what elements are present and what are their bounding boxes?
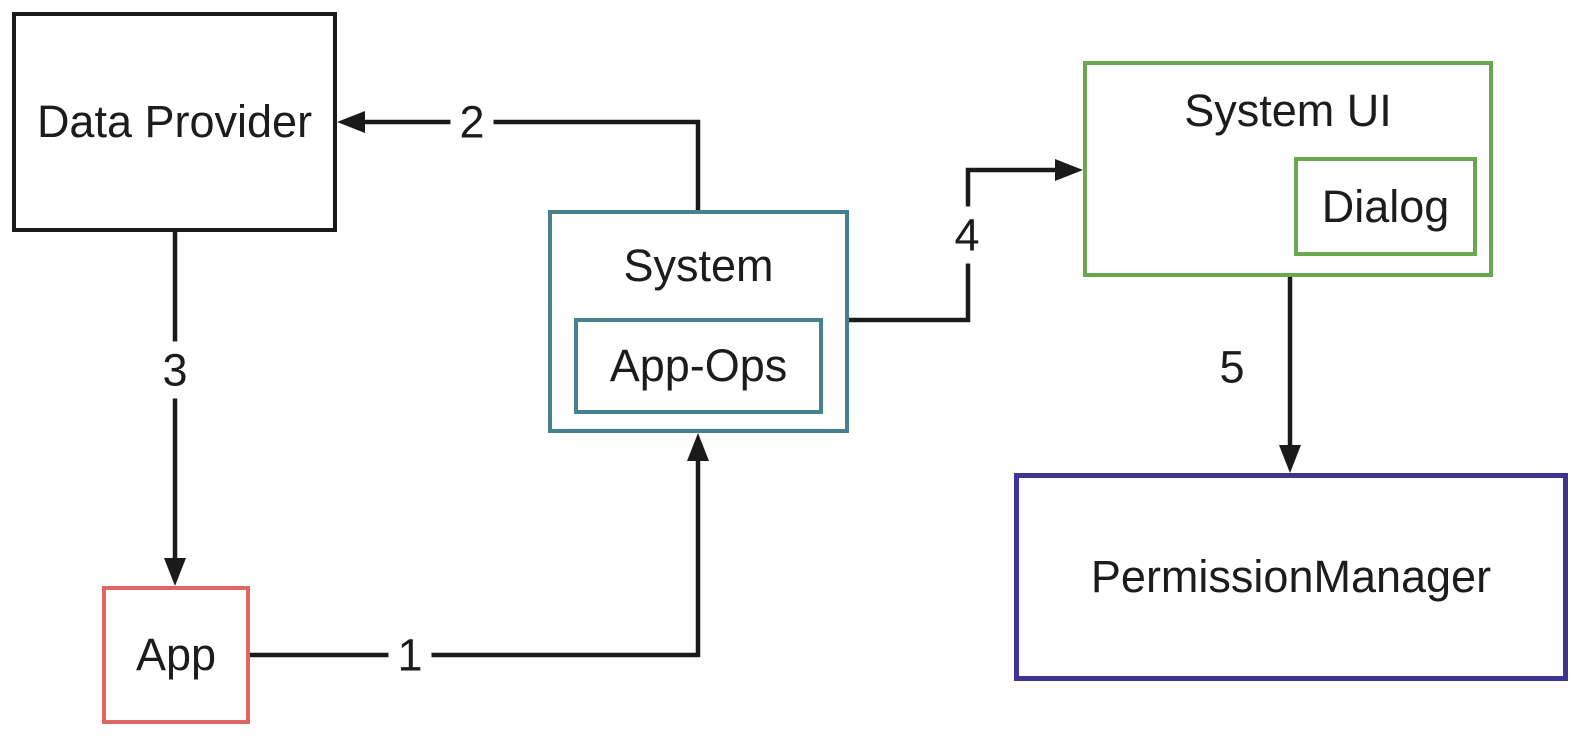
arrow-2-head xyxy=(337,111,365,133)
node-permission-manager-label: PermissionManager xyxy=(1090,551,1492,603)
node-data-provider-label: Data Provider xyxy=(36,96,313,148)
edge-label-4: 4 xyxy=(945,206,989,264)
arrow-1-head xyxy=(687,433,709,461)
node-app-ops: App-Ops xyxy=(574,318,823,414)
arrow-1-line xyxy=(250,459,701,658)
arrow-2-line xyxy=(363,119,701,211)
edge-label-1: 1 xyxy=(388,626,432,684)
node-data-provider: Data Provider xyxy=(12,12,337,232)
arrow-3-head xyxy=(164,558,186,586)
node-system-ui-label: System UI xyxy=(1184,85,1392,136)
edge-label-2: 2 xyxy=(450,93,494,151)
arrow-heads xyxy=(164,111,1301,586)
node-dialog-label: Dialog xyxy=(1321,180,1450,232)
node-permission-manager: PermissionManager xyxy=(1014,473,1568,681)
node-app-ops-label: App-Ops xyxy=(609,340,788,392)
edge-label-5: 5 xyxy=(1210,338,1254,396)
node-system-label: System xyxy=(623,240,774,291)
arrow-5-head xyxy=(1279,445,1301,473)
edge-label-3: 3 xyxy=(153,341,197,399)
node-app: App xyxy=(102,586,250,724)
node-system-ui: System UI Dialog xyxy=(1083,61,1493,277)
arrow-4-head xyxy=(1055,159,1083,181)
node-dialog: Dialog xyxy=(1294,157,1477,256)
node-app-label: App xyxy=(135,629,217,681)
node-system: System App-Ops xyxy=(548,210,849,433)
